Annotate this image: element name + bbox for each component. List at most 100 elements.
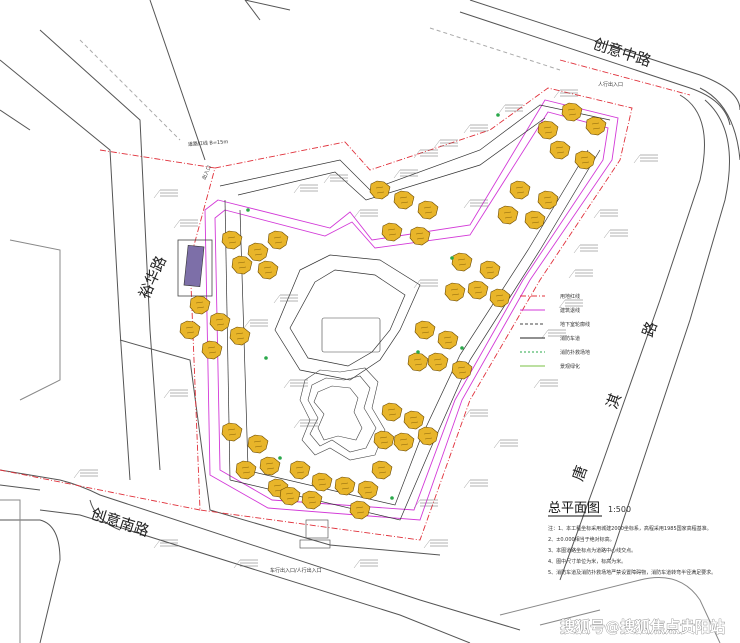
coordinate-callout [323,174,348,184]
building-block [231,255,253,275]
gate-label-west: 出入口 [200,164,213,181]
building-block [585,116,607,136]
plan-note-line: 3、本图道路坐标点为道路中心线交点。 [548,547,636,554]
coordinate-callout [73,469,98,479]
coordinate-callout [293,419,318,429]
coordinate-callout [433,139,458,149]
coordinate-callout [553,89,578,99]
setback-lines [204,99,619,521]
coordinate-callout [533,379,558,389]
legend-label: 景观绿化 [560,363,580,370]
building-block [467,280,489,300]
legend-item: 建筑退线 [520,307,580,314]
coordinate-callout [463,409,488,419]
building-block [403,410,425,430]
building-block [257,260,279,280]
road-label-chuangyi-nan: 创意南路 [89,505,152,541]
coordinate-callout [353,559,378,569]
entrance-label-south: 车行出入口/人行出入口 [270,567,322,574]
coordinate-callout [558,299,583,309]
coordinate-callout [463,124,488,134]
coordinate-callout [573,244,598,254]
building-block [301,490,323,510]
building-block [414,320,436,340]
plan-note-line: 2、±0.000相当于绝对标高。 [548,536,615,543]
building-block [537,190,559,210]
legend-item: 消防扑救场地 [520,349,590,356]
building-block [279,486,301,506]
building-block [247,242,269,262]
coordinate-callout [541,329,566,339]
building-block [369,180,391,200]
coordinate-callout [173,219,198,229]
building-block [427,352,449,372]
building-block [209,312,231,332]
road-label-tangqi-2: 淇 [603,391,625,411]
coordinate-callout [593,209,618,219]
building-block [357,480,379,500]
building-block [311,472,333,492]
road-label-yuhua: 裕华路 [135,253,170,301]
building-block [235,460,257,480]
building-block [561,102,583,122]
plan-title: 总平面图 [548,501,600,516]
building-block [247,434,269,454]
building-block [221,422,243,442]
coordinate-callouts [73,89,658,569]
building-block [574,150,596,170]
coordinate-callout [233,559,258,569]
building-block [524,210,546,230]
building-block [381,222,403,242]
building-block [373,430,395,450]
building-block [537,120,559,140]
legend-label: 地下室轮廓线 [560,321,590,328]
building-block [409,226,431,246]
coordinate-callout [283,379,308,389]
building-block [417,200,439,220]
central-landscape [299,317,386,549]
residential-buildings [179,102,607,520]
building-block [393,190,415,210]
building-block [229,326,251,346]
coordinate-callout [423,539,448,549]
building-block [179,320,201,340]
plan-note-line: 注：1、本工程坐标采用城建2000坐标系，高程采用1985国家高程基准。 [548,525,712,532]
plan-scale: 1:500 [608,505,631,514]
building-block [259,456,281,476]
building-block [221,230,243,250]
coordinate-callout [153,539,178,549]
road-label-chuangyi-zhong: 创意中路 [591,35,654,71]
green-markers [246,113,500,500]
building-block [393,432,415,452]
building-block [417,426,439,446]
coordinate-callout [153,189,178,199]
coordinate-callout [163,389,188,399]
building-block [549,140,571,160]
building-block [479,260,501,280]
coordinate-callout [413,279,438,289]
coordinate-callout [353,209,378,219]
red-line-boundary [0,59,691,541]
building-block [444,282,466,302]
building-block [189,295,211,315]
coordinate-callout [463,199,488,209]
legend-item: 景观绿化 [520,363,580,370]
building-block [509,180,531,200]
legend-item: 地下室轮廓线 [520,321,590,328]
plan-notes: 注：1、本工程坐标采用城建2000坐标系，高程采用1985国家高程基准。 2、±0… [548,525,716,576]
building-block [267,230,289,250]
road-label-tangqi-3: 唐 [569,463,591,483]
legend-label: 消防车道 [560,335,580,342]
coordinate-callout [413,149,438,159]
legend-label: 消防扑救场地 [560,349,590,356]
coordinate-callout [493,439,518,449]
building-block [201,340,223,360]
plan-note-line: 5、消防车道及消防扑救场地严禁设置障碍物，消防车道转弯半径满足要求。 [548,569,716,576]
top-note: 道路红线 B=15m [188,138,229,148]
building-block [381,402,403,422]
building-block [497,205,519,225]
building-block [289,460,311,480]
legend-item: 用地红线 [520,293,580,300]
